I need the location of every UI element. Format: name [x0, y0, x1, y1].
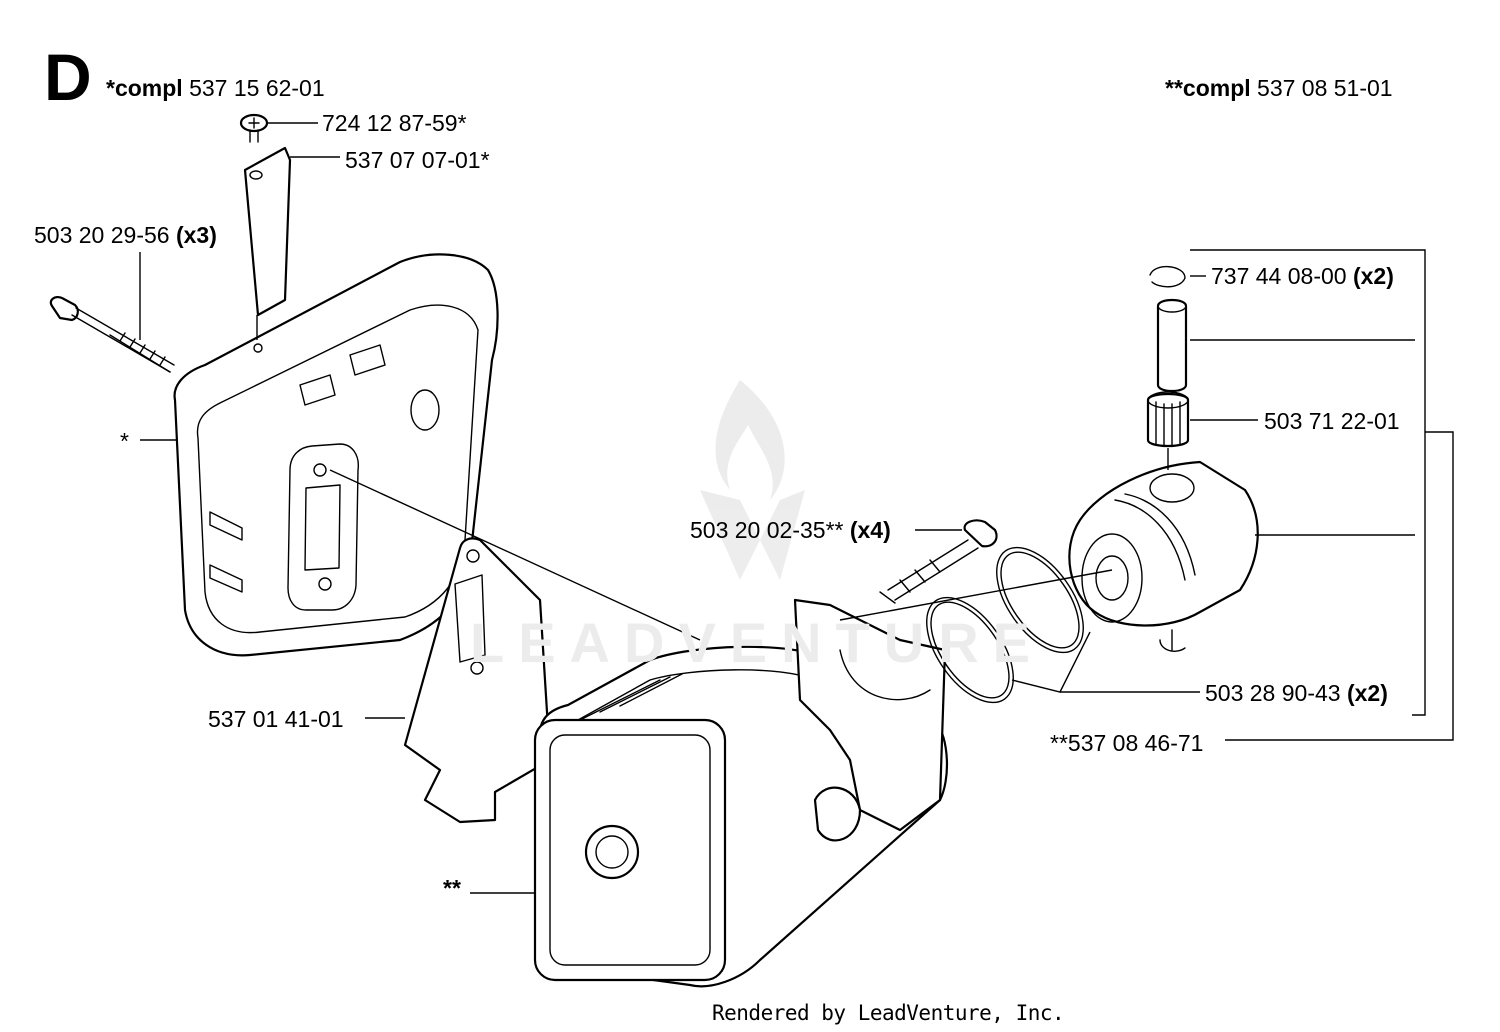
part-label-muffler-bolt[interactable]: 503 20 29-56 (x3)	[34, 222, 217, 248]
part-number: 503 20 29-56	[34, 222, 170, 248]
part-number: **537 08 46-71	[1050, 730, 1204, 756]
header-right-prefix: **compl	[1165, 75, 1251, 101]
part-number: *	[120, 428, 129, 454]
part-label-cylinder[interactable]: **	[443, 875, 461, 901]
part-number: 503 71 22-01	[1264, 408, 1400, 434]
part-number: 537 07 07-01*	[345, 147, 490, 173]
part-label-piston-ring[interactable]: 503 28 90-43 (x2)	[1205, 680, 1388, 706]
small-end-parts-drawing	[1146, 266, 1190, 470]
part-qty: (x2)	[1352, 263, 1394, 289]
part-label-gasket[interactable]: 537 01 41-01	[208, 706, 344, 732]
part-number: 724 12 87-59*	[322, 110, 467, 136]
part-label-muffler[interactable]: *	[120, 428, 129, 454]
watermark-text: LEADVENTURE	[470, 611, 1045, 674]
header-right: **compl 537 08 51-01	[1165, 75, 1393, 101]
part-number: 503 28 90-43	[1205, 680, 1341, 706]
part-label-deflector[interactable]: 537 07 07-01*	[345, 147, 490, 173]
part-label-circlip[interactable]: 737 44 08-00 (x2)	[1211, 263, 1394, 289]
part-number: 737 44 08-00	[1211, 263, 1347, 289]
cylinder-drawing	[533, 598, 948, 988]
muffler-bolt-drawing	[49, 296, 175, 373]
cylinder-screw-drawing	[879, 519, 998, 604]
part-label-screw[interactable]: 724 12 87-59*	[322, 110, 467, 136]
section-letter: D	[44, 40, 92, 114]
header-right-number: 537 08 51-01	[1257, 75, 1393, 101]
header-left-prefix: *compl	[106, 75, 183, 101]
header-left: *compl 537 15 62-01	[106, 75, 325, 101]
part-number: 503 20 02-35**	[690, 517, 844, 543]
part-qty: (x4)	[849, 517, 891, 543]
part-label-needle-bearing[interactable]: 503 71 22-01	[1264, 408, 1400, 434]
piston-drawing	[1068, 460, 1259, 652]
piston-rings-drawing	[926, 546, 1084, 704]
part-label-cylinder-screw[interactable]: 503 20 02-35** (x4)	[690, 517, 891, 543]
leader-lines	[139, 122, 1454, 894]
footer-credit: Rendered by LeadVenture, Inc.	[712, 1001, 1065, 1025]
leadventure-watermark-logo	[700, 380, 805, 580]
part-number: 537 01 41-01	[208, 706, 344, 732]
header-left-number: 537 15 62-01	[189, 75, 325, 101]
part-qty: (x2)	[1346, 680, 1388, 706]
gasket-drawing	[403, 537, 552, 824]
part-number: **	[443, 875, 461, 901]
muffler-drawing	[173, 253, 499, 657]
part-label-piston-kit[interactable]: **537 08 46-71	[1050, 730, 1203, 756]
deflector-drawing	[239, 113, 292, 340]
part-qty: (x3)	[175, 222, 217, 248]
